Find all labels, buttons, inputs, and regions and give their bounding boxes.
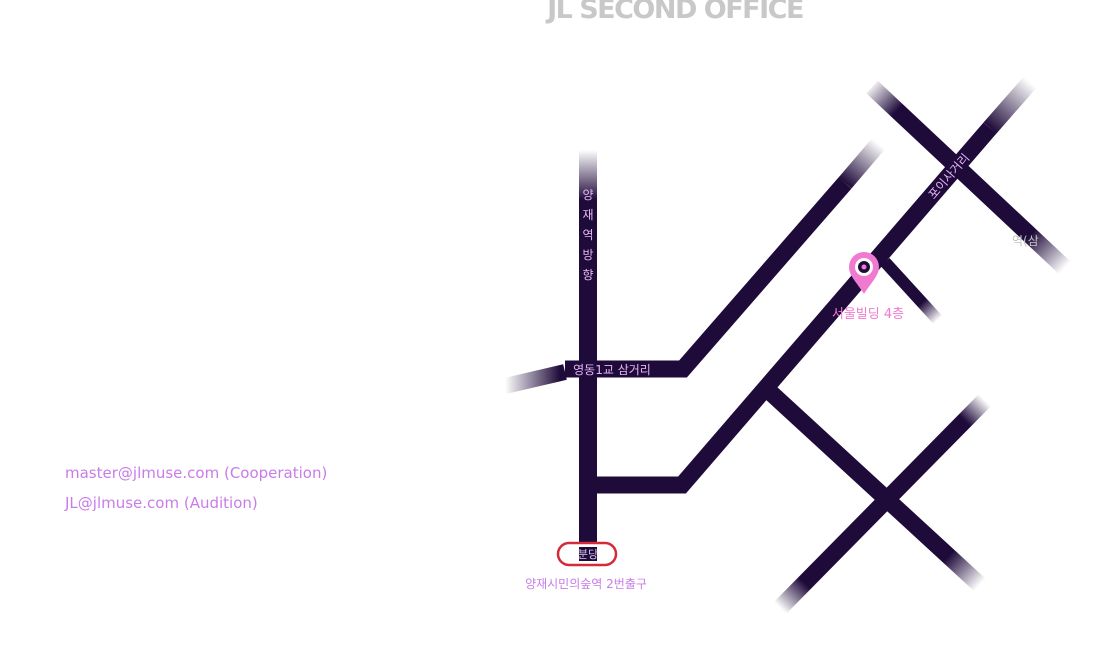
station-partial-label: 역(삼 — [1012, 234, 1039, 248]
road-southeast — [764, 385, 986, 592]
audition-email-link[interactable]: JL@jlmuse.com (Audition) — [65, 494, 258, 512]
location-pin-icon[interactable] — [849, 252, 879, 294]
road-upper-diagonal-fade — [838, 136, 887, 189]
yangjae-direction-label: 양 재 역 방 향 — [582, 188, 593, 282]
road-main-diagonal — [597, 122, 997, 494]
building-floor-label: 서울빌딩 4층 — [832, 307, 904, 322]
station-exit-caption: 양재시민의숲역 2번출구 — [525, 577, 647, 591]
page-title: JL SECOND OFFICE — [547, 0, 804, 25]
road-building-stub — [880, 257, 943, 325]
road-main-diagonal-fade — [983, 74, 1039, 134]
contact-list: master@jlmuse.com (Cooperation) JL@jlmus… — [65, 458, 327, 518]
svg-text:방: 방 — [582, 248, 593, 262]
station-exit-badge: 분당 — [556, 541, 618, 567]
road-poi-cross — [866, 80, 1071, 275]
svg-text:역: 역 — [582, 228, 593, 242]
svg-text:재: 재 — [582, 208, 593, 222]
road-yeongdong-west — [503, 364, 567, 394]
cooperation-email-link[interactable]: master@jlmuse.com (Cooperation) — [65, 464, 328, 482]
svg-text:양: 양 — [582, 188, 593, 202]
svg-text:향: 향 — [582, 268, 593, 282]
road-upper-diagonal — [565, 177, 852, 378]
road-southwest — [773, 394, 992, 614]
yeongdong-junction-label: 영동1교 삼거리 — [573, 363, 651, 377]
svg-text:분당: 분당 — [578, 548, 598, 561]
